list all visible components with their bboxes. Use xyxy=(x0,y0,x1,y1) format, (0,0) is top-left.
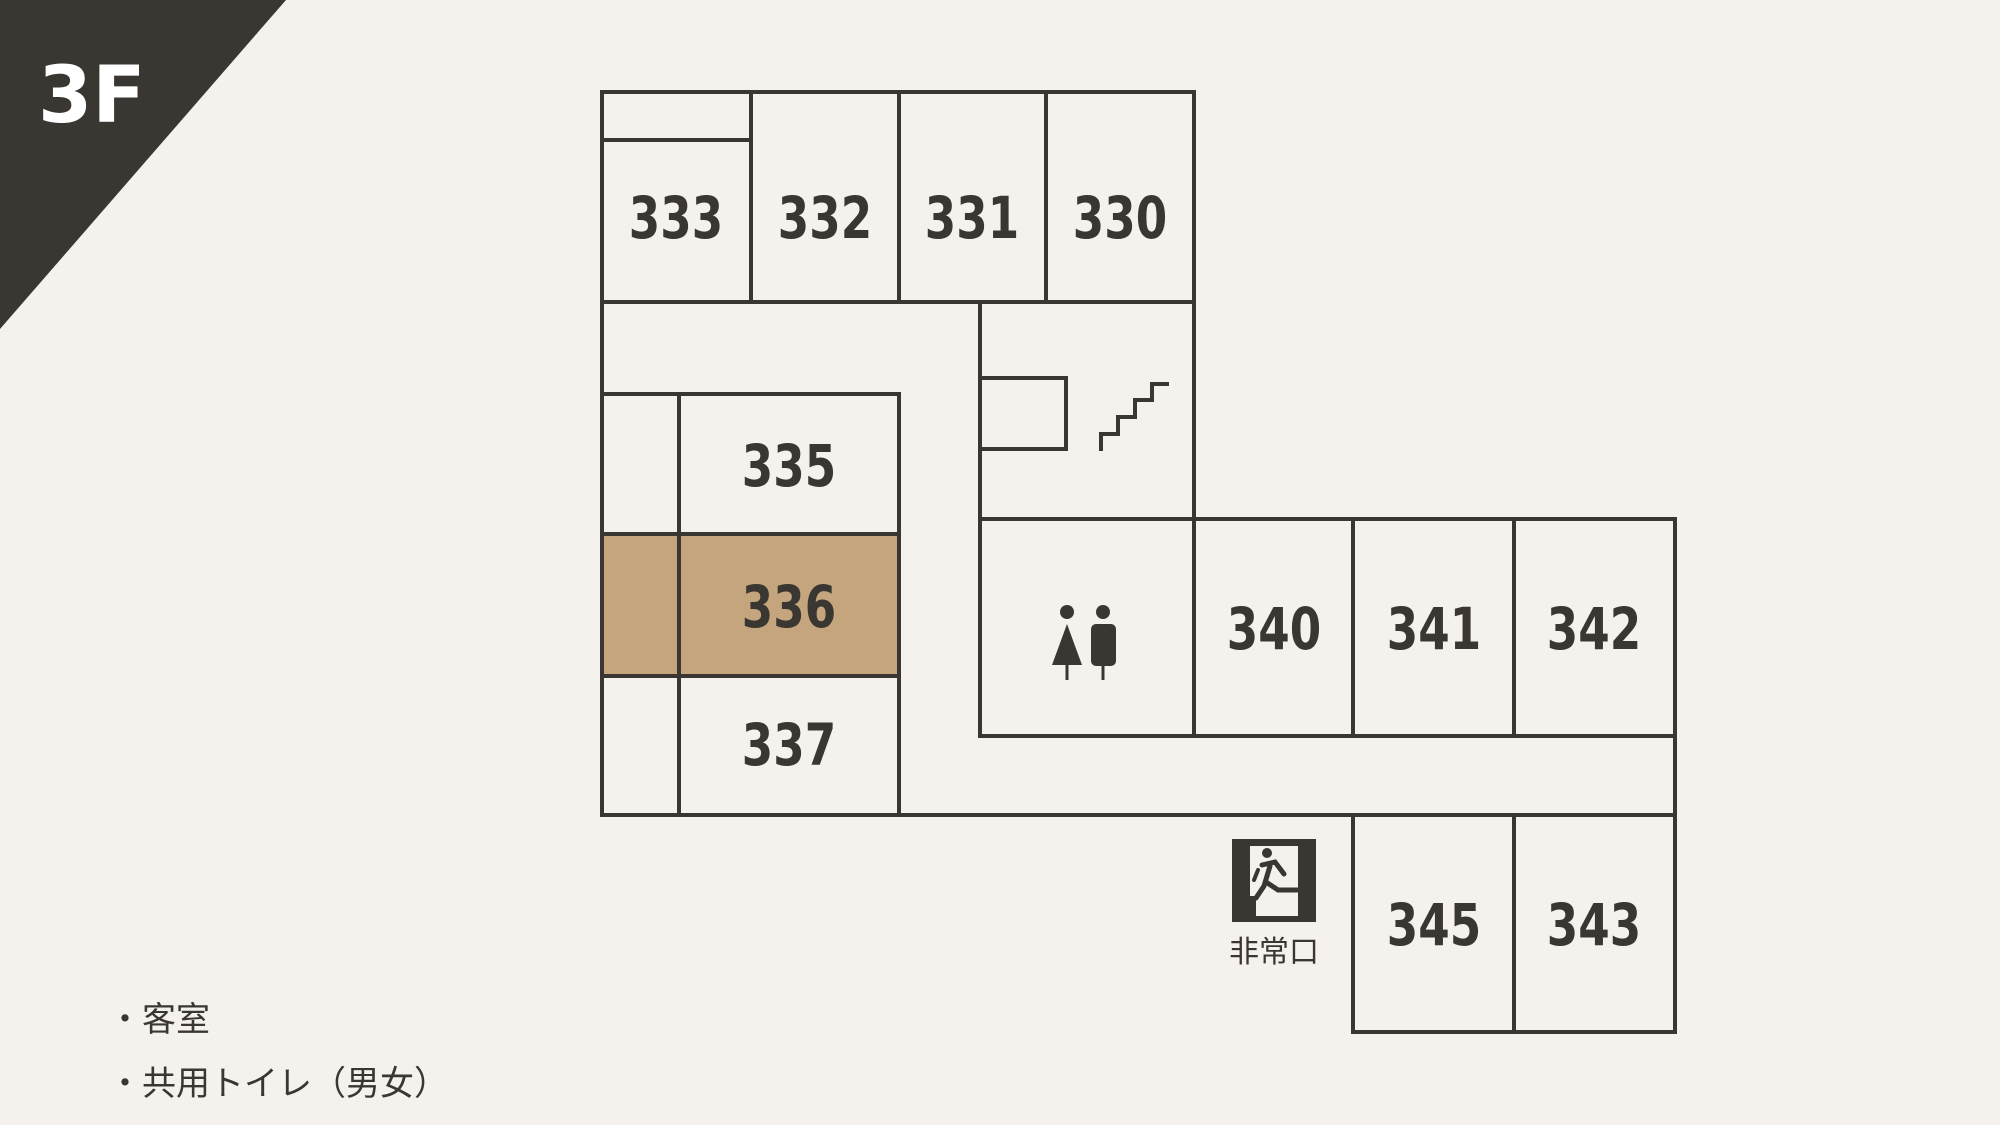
room-342: 342 xyxy=(1547,597,1641,664)
room-331: 331 xyxy=(925,186,1019,253)
room-335: 335 xyxy=(742,434,836,501)
room-numbers: 333 332 331 330 335 336 337 340 341 342 … xyxy=(629,186,1641,960)
walls xyxy=(600,90,1677,1034)
room-337: 337 xyxy=(742,713,836,780)
legend-item-guest-room: ・客室 xyxy=(108,1000,210,1040)
emergency-exit-icon xyxy=(1232,839,1316,922)
floor-corner-badge xyxy=(0,0,286,329)
room-343: 343 xyxy=(1547,893,1641,960)
room-345: 345 xyxy=(1387,893,1481,960)
room-330: 330 xyxy=(1073,186,1167,253)
room-333: 333 xyxy=(629,186,723,253)
room-341: 341 xyxy=(1387,597,1481,664)
emergency-exit-label: 非常口 xyxy=(1229,935,1319,970)
room-336: 336 xyxy=(742,575,836,642)
room-340: 340 xyxy=(1227,597,1321,664)
room-336-highlight xyxy=(602,534,899,676)
floor-label: 3F xyxy=(38,51,146,141)
restroom-icon xyxy=(1052,605,1116,680)
legend-item-shared-restroom: ・共用トイレ（男女） xyxy=(108,1064,448,1104)
stairs-icon xyxy=(1099,382,1169,451)
room-332: 332 xyxy=(778,186,872,253)
